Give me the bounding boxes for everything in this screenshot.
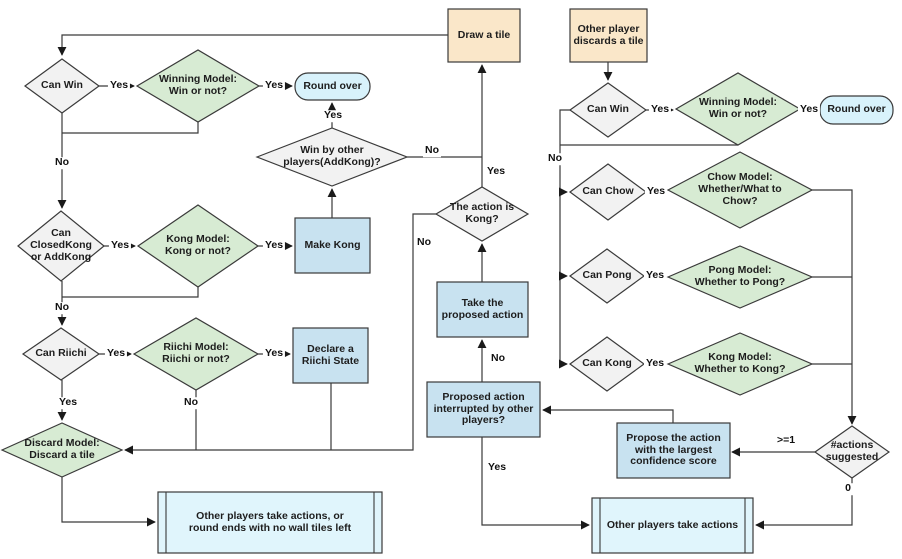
action-is-kong-diamond [434, 186, 530, 242]
round-over-right-terminal [819, 95, 894, 125]
winning-model-right-diamond [674, 72, 802, 146]
round-over-left-terminal [294, 72, 371, 101]
edge-kong-model-no-merge [62, 287, 199, 298]
winning-model-left-diamond [135, 49, 261, 123]
other-players-left-subprocess [157, 491, 383, 554]
other-player-discards-box [569, 8, 648, 63]
edge-propose-to-interrupted [542, 405, 674, 423]
take-proposed-box [436, 281, 529, 338]
edge-discard-to-other-players [61, 477, 156, 527]
can-win-left-diamond [23, 58, 101, 114]
can-kong-diamond [568, 336, 646, 392]
can-win-right-diamond [568, 82, 648, 138]
draw-tile-box [447, 8, 521, 63]
win-by-other-diamond [255, 127, 409, 187]
edge-interrupted-yes-to-other-players [481, 437, 590, 530]
can-pong-diamond [568, 248, 646, 304]
can-closedkong-diamond [17, 210, 105, 282]
edge-winning-model-no-merge [62, 122, 199, 134]
edge-can-win-r-no-rail [558, 109, 570, 369]
propose-action-box [616, 422, 731, 479]
pong-model-diamond [666, 245, 814, 309]
riichi-model-diamond [132, 317, 260, 391]
discard-model-diamond [0, 422, 124, 478]
make-kong-box [294, 217, 371, 274]
actions-suggested-diamond [813, 425, 891, 479]
can-riichi-diamond [21, 327, 101, 381]
edge-actions-zero-to-other-players [755, 478, 853, 530]
edge-chow-model-to-collector [812, 189, 857, 425]
declare-riichi-box [292, 327, 369, 384]
kong-model-right-diamond [666, 332, 814, 396]
other-players-right-subprocess [591, 497, 754, 554]
edge-action-kong-no-to-discard [124, 213, 436, 455]
chow-model-diamond [666, 151, 814, 229]
proposed-interrupted-box [426, 381, 541, 438]
edge-draw-tile-to-can-win [57, 34, 448, 56]
can-chow-diamond [568, 163, 648, 221]
flow-shapes [0, 8, 894, 554]
kong-model-left-diamond [136, 204, 260, 288]
